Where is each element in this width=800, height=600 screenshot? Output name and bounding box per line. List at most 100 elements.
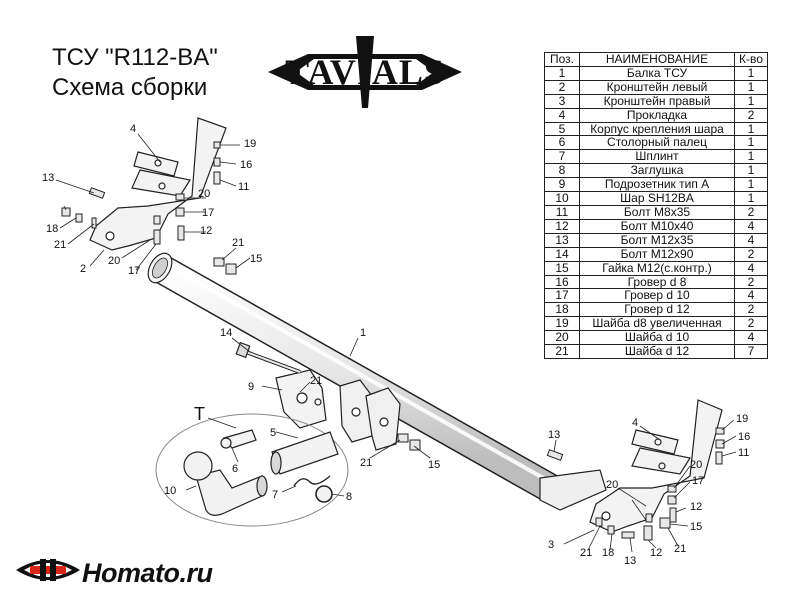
callout-19-left: 19 bbox=[244, 138, 256, 150]
callout-21-right-a: 21 bbox=[580, 547, 592, 559]
ball-housing bbox=[270, 431, 339, 475]
part-quantity: 7 bbox=[734, 344, 768, 359]
callout-13-left: 13 bbox=[42, 172, 54, 184]
callout-20-right-top: 20 bbox=[690, 459, 702, 471]
callout-6: 6 bbox=[232, 463, 238, 475]
callout-8: 8 bbox=[346, 491, 352, 503]
callout-1: 1 bbox=[360, 327, 366, 339]
part-name: Заглушка bbox=[579, 163, 735, 179]
callout-21-left-nut: 21 bbox=[232, 237, 244, 249]
callout-15-left: 15 bbox=[250, 253, 262, 265]
callout-18-right: 18 bbox=[602, 547, 614, 559]
callout-15-right: 15 bbox=[690, 521, 702, 533]
callout-17-left-bottom: 17 bbox=[128, 265, 140, 277]
callout-12-right-bottom: 12 bbox=[650, 547, 662, 559]
brand-logo-banner bbox=[268, 36, 462, 108]
callout-21-left: 21 bbox=[54, 239, 66, 251]
fasteners-right bbox=[397, 427, 725, 541]
tow-ball bbox=[183, 451, 268, 516]
callout-13-right: 13 bbox=[548, 429, 560, 441]
callout-2: 2 bbox=[80, 263, 86, 275]
brand-logo-text: TAVIALS bbox=[285, 52, 445, 92]
callout-17-right: 17 bbox=[692, 475, 704, 487]
callout-20-right-bottom: 20 bbox=[606, 479, 618, 491]
protective-plug bbox=[315, 485, 333, 503]
cotter-pin bbox=[293, 475, 331, 487]
bracket-left bbox=[89, 117, 227, 251]
hitch-receiver-plate bbox=[339, 379, 401, 451]
part-name: Гровер d 12 bbox=[579, 302, 735, 318]
callout-13-right-bottom: 13 bbox=[624, 555, 636, 567]
callout-21-centre: 21 bbox=[360, 457, 372, 469]
callout-21-right-b: 21 bbox=[674, 543, 686, 555]
part-position: 12 bbox=[544, 218, 580, 234]
kit-label: T bbox=[194, 404, 205, 424]
part-name: Кронштейн левый bbox=[579, 79, 735, 95]
part-name: Гровер d 10 bbox=[579, 288, 735, 304]
leader-lines bbox=[55, 133, 737, 553]
part-name: Корпус крепления шара bbox=[579, 121, 735, 137]
site-logo-icon bbox=[16, 559, 80, 581]
towbar-beam bbox=[147, 252, 563, 505]
part-name: Шар SH12BA bbox=[579, 191, 735, 206]
fasteners-left bbox=[61, 141, 237, 275]
locking-pin bbox=[220, 429, 257, 449]
callout-20-left-top: 20 bbox=[198, 188, 210, 200]
diagram-subtitle: Схема сборки bbox=[52, 74, 208, 101]
callout-21-socket: 21 bbox=[310, 375, 322, 387]
part-name: Кронштейн правый bbox=[579, 93, 735, 109]
callout-17-left: 17 bbox=[202, 207, 214, 219]
bracket-right bbox=[589, 399, 723, 533]
kit-outline bbox=[155, 413, 349, 527]
part-position: 14 bbox=[544, 246, 580, 262]
callout-5: 5 bbox=[270, 427, 276, 439]
callout-4-left: 4 bbox=[130, 123, 136, 135]
callout-12-right-top: 12 bbox=[690, 501, 702, 513]
socket-plate bbox=[275, 369, 327, 429]
callout-20-left-bottom: 20 bbox=[108, 255, 120, 267]
callout-9: 9 bbox=[248, 381, 254, 393]
header-name: НАИМЕНОВАНИЕ bbox=[579, 52, 735, 67]
part-name: Подрозетник тип А bbox=[579, 177, 735, 193]
callout-14: 14 bbox=[220, 327, 232, 339]
callout-3: 3 bbox=[548, 539, 554, 551]
part-name: Шайба d 12 bbox=[579, 344, 735, 359]
parts-table-header: Поз. НАИМЕНОВАНИЕ К-во bbox=[544, 52, 768, 67]
callout-16-left: 16 bbox=[240, 159, 252, 171]
callout-15-centre: 15 bbox=[428, 459, 440, 471]
callout-19-right: 19 bbox=[736, 413, 748, 425]
part-position: 15 bbox=[544, 260, 580, 276]
part-position: 20 bbox=[544, 330, 580, 346]
callout-11-right: 11 bbox=[738, 447, 749, 459]
part-position: 17 bbox=[544, 288, 580, 304]
header-quantity: К-во bbox=[734, 52, 768, 67]
callout-12-left: 12 bbox=[200, 225, 212, 237]
diagram-title: ТСУ "R112-BA" bbox=[52, 44, 218, 71]
callout-11-left: 11 bbox=[238, 181, 249, 193]
part-name: Шайба d8 увеличенная bbox=[579, 316, 735, 332]
callout-10: 10 bbox=[164, 485, 176, 497]
callout-7: 7 bbox=[272, 489, 278, 501]
callout-16-right: 16 bbox=[738, 431, 750, 443]
site-watermark: Homato.ru bbox=[82, 558, 213, 588]
bolt-m12x90 bbox=[235, 341, 301, 374]
beam-end-plate bbox=[539, 469, 607, 511]
part-position: 18 bbox=[544, 302, 580, 318]
callout-18-left: 18 bbox=[46, 223, 58, 235]
part-name: Гровер d 8 bbox=[579, 274, 735, 290]
callout-4-right: 4 bbox=[632, 417, 638, 429]
